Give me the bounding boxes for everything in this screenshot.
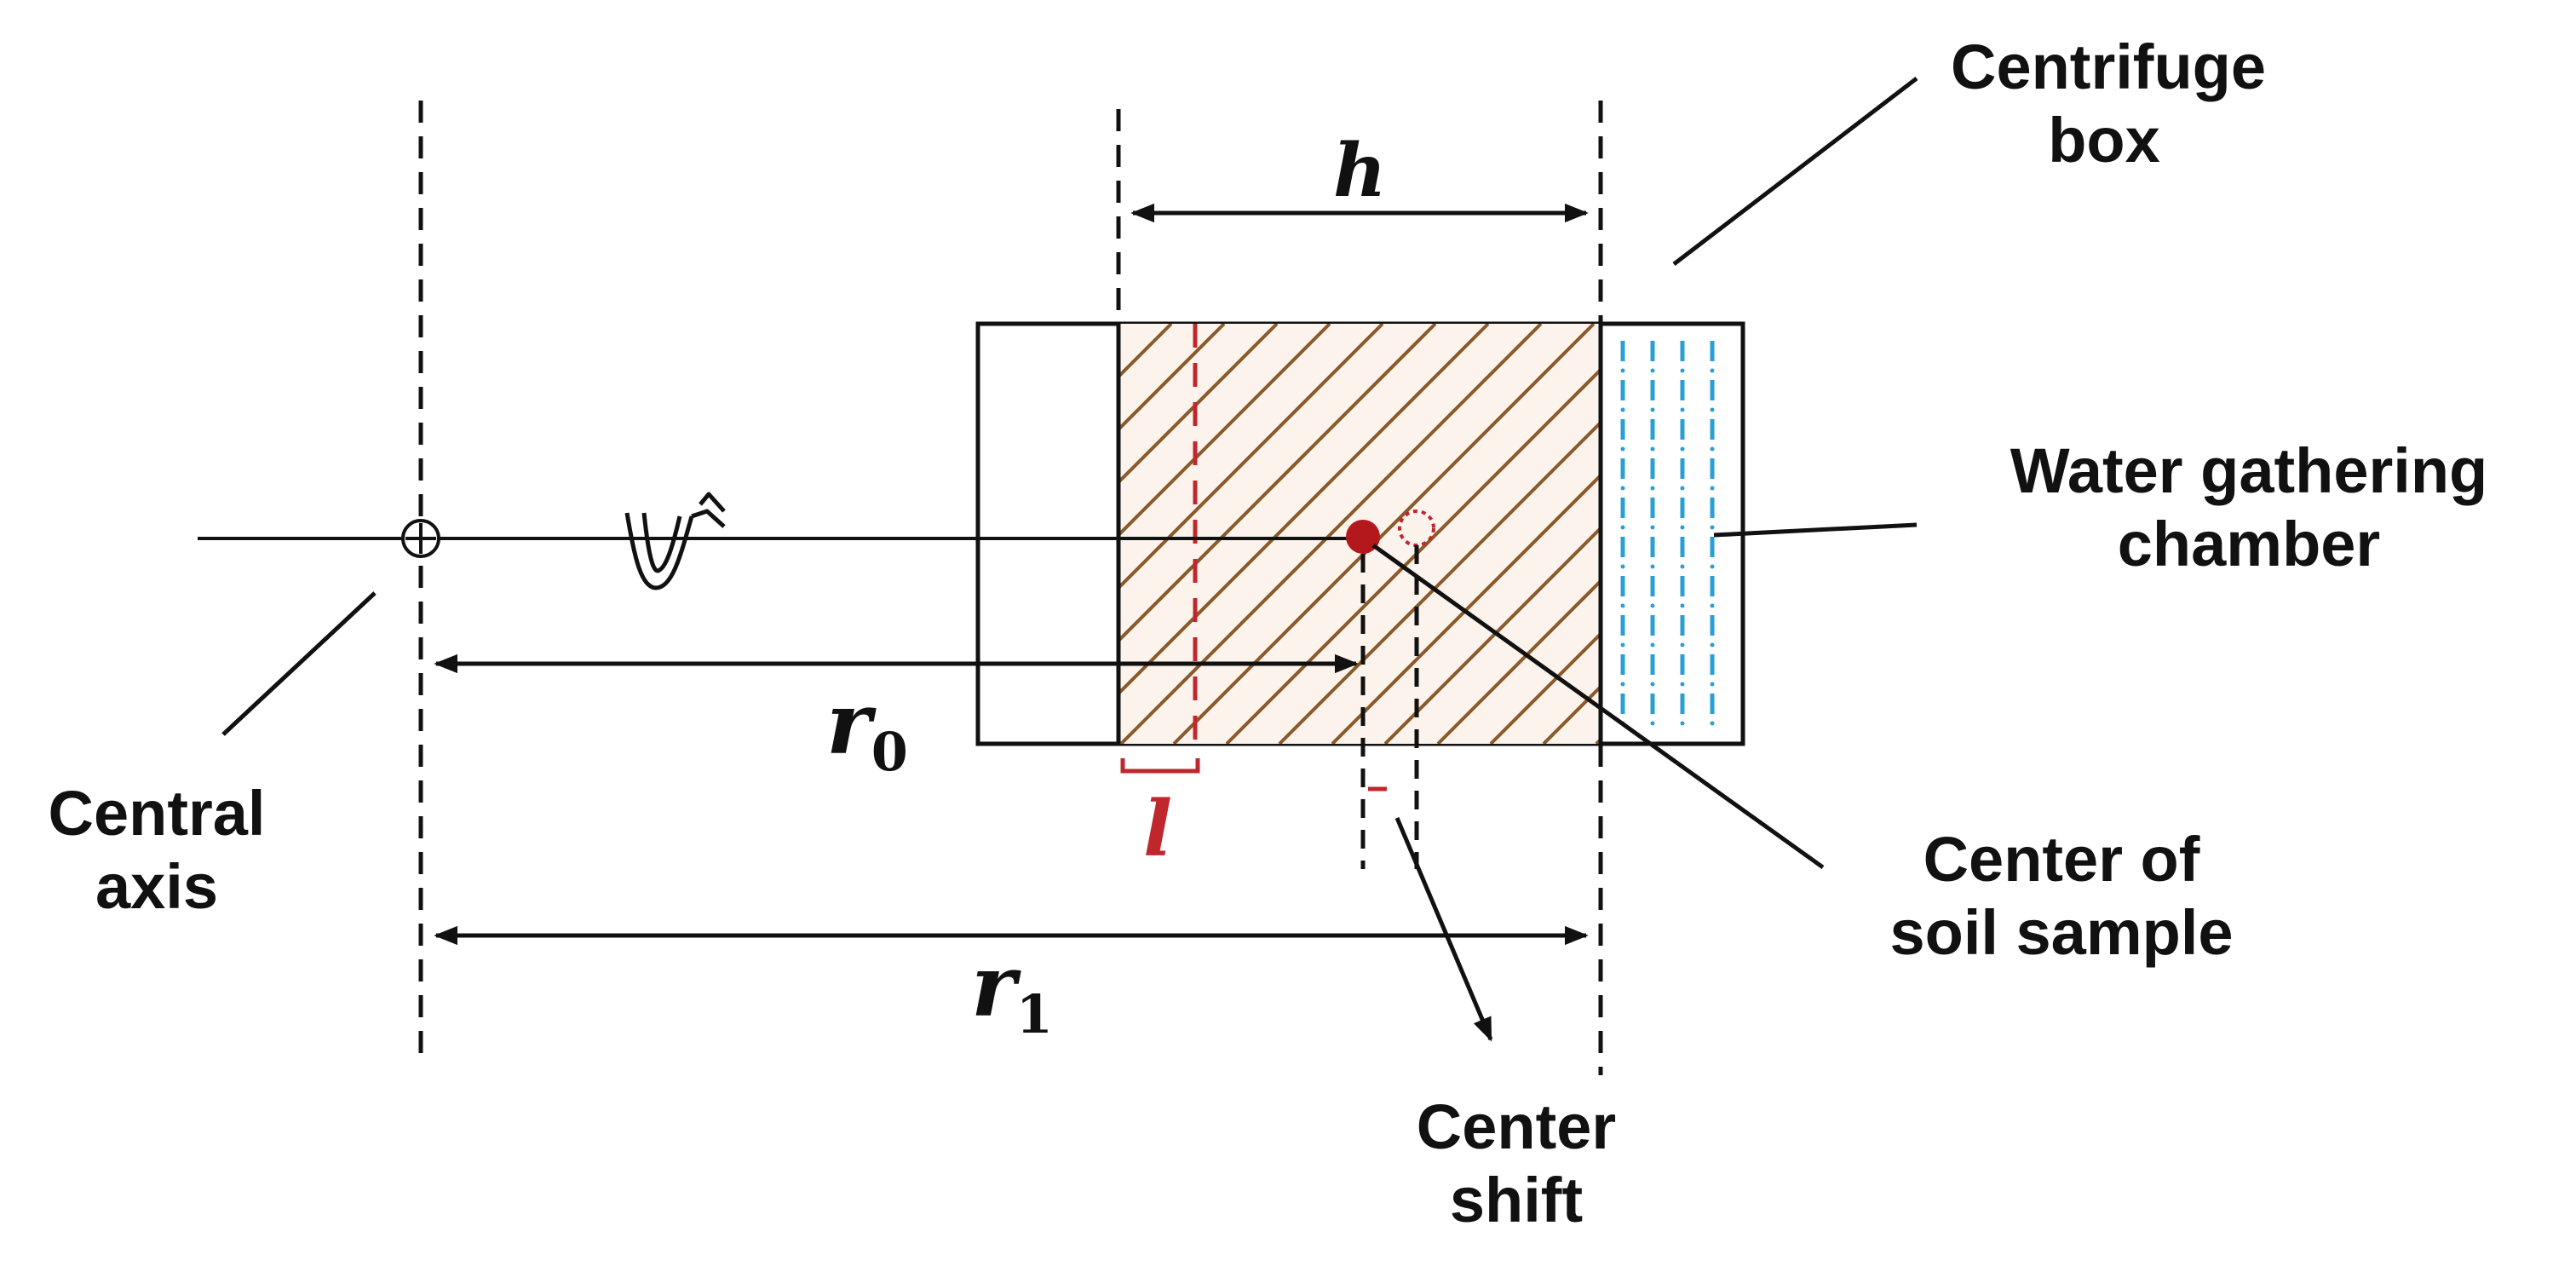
centrifuge-box-leader: [1672, 77, 1918, 266]
hatch-line: [1172, 324, 1596, 744]
label-center-shift-line1: Center: [1416, 1091, 1617, 1162]
label-water-chamber: Water gathering chamber: [1934, 435, 2564, 581]
label-center-shift: Center shift: [1389, 1091, 1644, 1237]
label-central-axis: Central axis: [7, 777, 307, 924]
water-dot: [1680, 682, 1685, 687]
symbol-r0-sub: 0: [871, 720, 908, 783]
hatch-line: [1331, 473, 1601, 744]
water-dot: [1650, 446, 1655, 452]
water-dot: [1710, 642, 1715, 648]
soil-hatching: [1118, 324, 1601, 744]
hatch-line: [1118, 324, 1279, 485]
water-dot: [1680, 407, 1685, 412]
water-dot: [1620, 486, 1625, 491]
symbol-r0-main: r: [826, 673, 871, 774]
label-center-soil-line2: soil sample: [1889, 897, 2234, 968]
water-dot: [1620, 407, 1625, 412]
water-dot: [1650, 407, 1655, 412]
center-soil-leader: [1371, 543, 1825, 870]
label-center-soil-line1: Center of: [1923, 824, 2200, 895]
water-dot: [1620, 368, 1625, 373]
water-dot: [1680, 564, 1685, 569]
hatch-line: [1436, 579, 1601, 744]
water-dot: [1650, 721, 1655, 726]
label-center-soil: Center of soil sample: [1840, 823, 2283, 970]
water-dot: [1710, 446, 1715, 452]
rotation-arrow-icon: [624, 492, 726, 590]
central-axis-leader: [221, 591, 377, 736]
hatch-line: [1118, 324, 1490, 696]
hatch-line: [1119, 324, 1543, 744]
l-bracket: [1120, 758, 1200, 774]
hatch-line: [1489, 631, 1601, 744]
water-dot: [1650, 368, 1655, 373]
water-dot: [1620, 642, 1625, 648]
center-dot: [1346, 520, 1380, 554]
water-dot: [1620, 446, 1625, 452]
water-dot: [1710, 486, 1715, 491]
hatch-line: [1225, 367, 1601, 744]
water-dot: [1650, 642, 1655, 648]
water-dot: [1710, 564, 1715, 569]
water-dot: [1710, 407, 1715, 412]
symbol-r1-main: r: [971, 935, 1016, 1036]
water-dot: [1680, 642, 1685, 648]
hatch-line: [1118, 324, 1226, 432]
water-dot: [1620, 525, 1625, 530]
circle-plus-icon: [401, 519, 440, 558]
hatch-line: [1118, 324, 1437, 643]
symbol-r0: r0: [826, 673, 908, 783]
water-dot: [1650, 564, 1655, 569]
water-dot: [1650, 682, 1655, 687]
label-centrifuge-box-line1: Centrifuge: [1951, 32, 2266, 102]
water-dot: [1680, 368, 1685, 373]
water-dot: [1710, 682, 1715, 687]
label-centrifuge-box: Centrifuge box: [1951, 31, 2266, 177]
water-dot: [1650, 525, 1655, 530]
hatch-line: [1278, 420, 1601, 744]
label-water-chamber-line1: Water gathering: [2010, 435, 2488, 506]
water-dot: [1620, 603, 1625, 608]
symbol-r1-sub: 1: [1015, 982, 1053, 1045]
label-central-axis-line1: Central: [48, 778, 266, 849]
water-dot: [1710, 525, 1715, 530]
water-dot: [1680, 603, 1685, 608]
water-dot: [1680, 486, 1685, 491]
symbol-l: l: [1143, 784, 1173, 874]
water-chamber-leader: [1713, 522, 1918, 538]
hatch-line: [1383, 526, 1601, 744]
symbol-h: h: [1333, 128, 1387, 214]
label-center-shift-line2: shift: [1449, 1165, 1584, 1235]
water-dot: [1620, 682, 1625, 687]
center-shift-leader: [1394, 817, 1493, 1042]
label-central-axis-line2: axis: [95, 851, 219, 922]
label-water-chamber-line2: chamber: [2117, 509, 2381, 579]
water-dot: [1650, 603, 1655, 608]
water-dot: [1710, 721, 1715, 726]
hatch-line: [1118, 324, 1384, 590]
water-dot: [1620, 564, 1625, 569]
water-dot: [1650, 486, 1655, 491]
water-dot: [1680, 525, 1685, 530]
water-dot: [1680, 721, 1685, 726]
label-centrifuge-box-line2: box: [2048, 105, 2160, 176]
water-gathering-chamber: [1620, 341, 1715, 726]
symbol-r1: r1: [971, 935, 1053, 1045]
water-dot: [1680, 446, 1685, 452]
water-dot: [1710, 368, 1715, 373]
water-dot: [1710, 603, 1715, 608]
